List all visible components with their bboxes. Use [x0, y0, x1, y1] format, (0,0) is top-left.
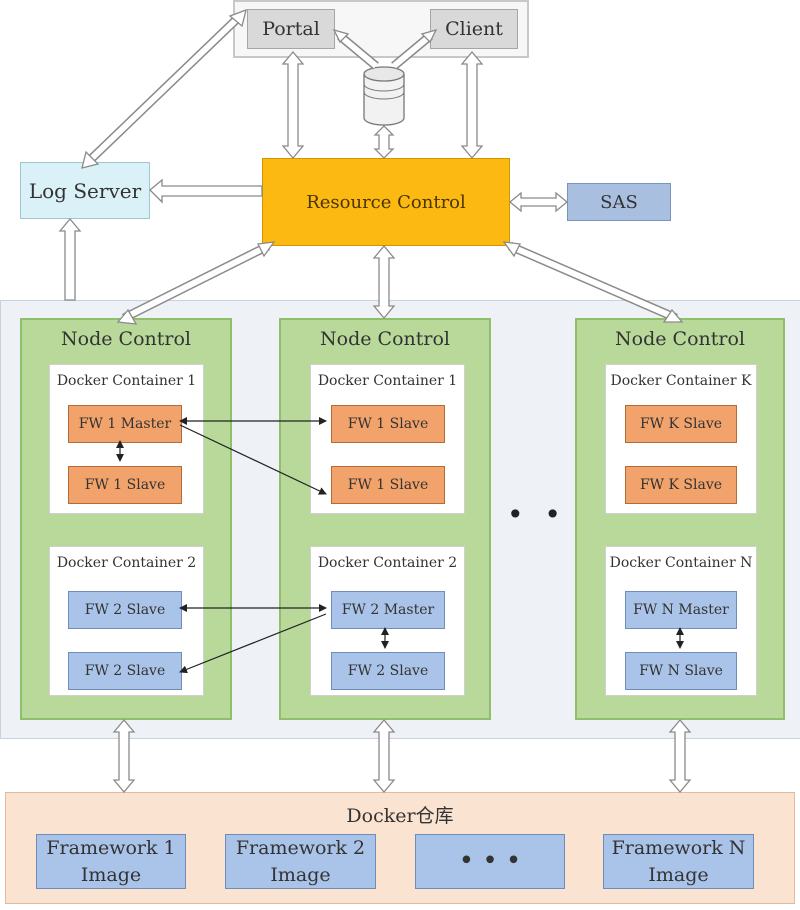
docker-container-title: Docker Container 2: [317, 555, 458, 571]
fw-label: FW 2 Master: [341, 602, 435, 618]
fw-label: FW 2 Slave: [84, 663, 166, 679]
arrow-node3-repo: [668, 718, 692, 794]
image-line2: Image: [270, 863, 331, 886]
arrow-rc-sas: [508, 191, 569, 213]
fw-box[interactable]: FW K Slave: [625, 466, 737, 504]
framework-image-2[interactable]: Framework 2 Image: [225, 834, 376, 889]
fw-label: FW K Slave: [639, 416, 723, 432]
docker-container: Docker Container 2 FW 2 Slave FW 2 Slave: [49, 546, 204, 696]
client-label: Client: [445, 18, 503, 40]
docker-container-title: Docker Container 1: [317, 373, 458, 389]
log-server-label: Log Server: [28, 178, 142, 203]
sas-box[interactable]: SAS: [567, 183, 671, 221]
arrow-portal-rc: [281, 50, 305, 160]
fw-box[interactable]: FW 2 Master: [331, 591, 445, 629]
image-line2: Image: [648, 863, 709, 886]
database-icon: [363, 66, 405, 126]
docker-container: Docker Container 2 FW 2 Master FW 2 Slav…: [310, 546, 465, 696]
fw-box[interactable]: FW 2 Slave: [68, 652, 182, 690]
fw-box[interactable]: FW K Slave: [625, 405, 737, 443]
image-line1: Framework 1: [46, 836, 176, 859]
fw-label: FW 1 Slave: [84, 477, 166, 493]
node-control-title: Node Control: [61, 328, 191, 350]
fw-box[interactable]: FW 1 Slave: [68, 466, 182, 504]
docker-container-title: Docker Container 1: [56, 373, 197, 389]
framework-image-1[interactable]: Framework 1 Image: [36, 834, 186, 889]
node-control-title: Node Control: [615, 328, 745, 350]
arrow-node1-repo: [112, 718, 136, 794]
fw-box[interactable]: FW 1 Master: [68, 405, 182, 443]
docker-container-title: Docker Container K: [610, 373, 752, 389]
fw-label: FW 2 Slave: [84, 602, 166, 618]
resource-control-box[interactable]: Resource Control: [262, 158, 510, 246]
docker-container-title: Docker Container N: [609, 555, 753, 571]
portal-label: Portal: [262, 18, 320, 40]
portal-box[interactable]: Portal: [247, 9, 335, 49]
image-line2: Image: [80, 863, 142, 886]
diagonal-hollow-fill: [85, 13, 678, 321]
arrow-region-log: [58, 217, 82, 301]
arrow-client-rc: [460, 50, 484, 160]
fw-box[interactable]: FW N Master: [625, 591, 737, 629]
fw-label: FW N Slave: [639, 663, 723, 679]
fw-connectors: [116, 417, 684, 674]
arrow-node2-repo: [372, 718, 396, 794]
diagonal-arrow-heads: [81, 8, 684, 325]
resource-control-label: Resource Control: [306, 191, 466, 213]
docker-container: Docker Container 1 FW 1 Master FW 1 Slav…: [49, 364, 204, 514]
sas-label: SAS: [600, 191, 638, 213]
log-server-box[interactable]: Log Server: [20, 162, 150, 219]
fw-box[interactable]: FW 1 Slave: [331, 405, 445, 443]
framework-image-n[interactable]: Framework N Image: [603, 834, 754, 889]
node-control-2: Node Control Docker Container 1 FW 1 Sla…: [279, 318, 491, 720]
node-control-title: Node Control: [320, 328, 450, 350]
docker-container: Docker Container K FW K Slave FW K Slave: [605, 364, 757, 514]
docker-container: Docker Container 1 FW 1 Slave FW 1 Slave: [310, 364, 465, 514]
fw-label: FW 1 Slave: [347, 477, 429, 493]
node-control-3: Node Control Docker Container K FW K Sla…: [575, 318, 785, 720]
fw-label: FW K Slave: [639, 477, 723, 493]
docker-container: Docker Container N FW N Master FW N Slav…: [605, 546, 757, 696]
hollow-arrows: [58, 50, 692, 794]
framework-image-more[interactable]: • • •: [415, 834, 565, 889]
fw-label: FW N Master: [633, 602, 729, 618]
arrow-db-rc: [373, 125, 395, 159]
fw-box[interactable]: FW 2 Slave: [331, 652, 445, 690]
fw-box[interactable]: FW N Slave: [625, 652, 737, 690]
fw-label: FW 2 Slave: [347, 663, 429, 679]
image-line1: • • •: [458, 846, 522, 876]
fw-box[interactable]: FW 2 Slave: [68, 591, 182, 629]
node-control-1: Node Control Docker Container 1 FW 1 Mas…: [20, 318, 232, 720]
fw-label: FW 1 Master: [78, 416, 172, 432]
arrow-rc-log: [149, 178, 263, 204]
image-line1: Framework N: [611, 836, 746, 859]
client-box[interactable]: Client: [430, 9, 518, 49]
docker-container-title: Docker Container 2: [56, 555, 197, 571]
arrow-rc-node2: [372, 244, 396, 320]
fw-box[interactable]: FW 1 Slave: [331, 466, 445, 504]
fw-label: FW 1 Slave: [347, 416, 429, 432]
image-line1: Framework 2: [235, 836, 366, 859]
docker-repository-title: Docker仓库: [346, 805, 454, 827]
